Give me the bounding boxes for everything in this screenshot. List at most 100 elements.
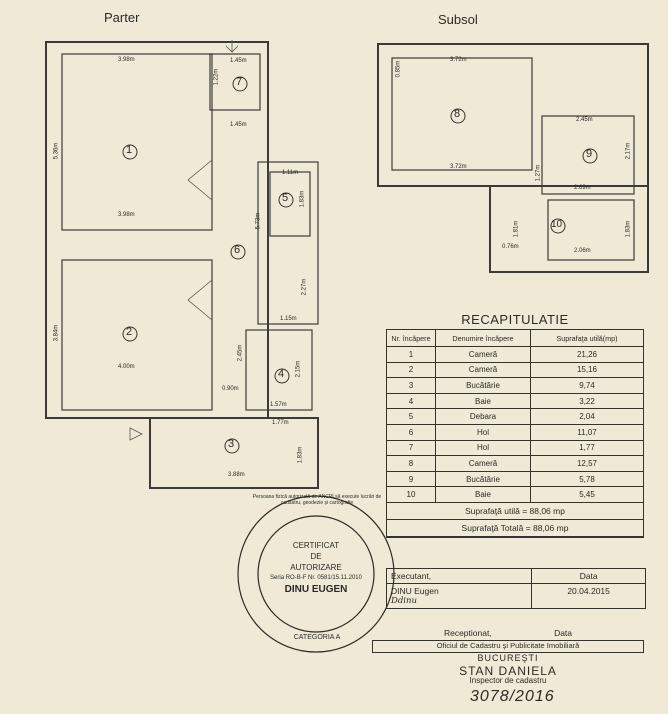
- cell-name: Bucătărie: [435, 470, 531, 488]
- cell-area: 15,16: [530, 361, 644, 379]
- cell-name: Cameră: [435, 455, 531, 472]
- dim-label: 3.72m: [450, 57, 467, 63]
- cell-nr: 3: [386, 377, 436, 394]
- room-5-wall: [269, 171, 311, 237]
- receptionat-city: BUCUREŞTI: [477, 653, 539, 663]
- recap-table: Nr. încăpere Denumire încăpere Suprafaţa…: [386, 329, 644, 503]
- room-6-side-wall: [257, 161, 319, 325]
- stamp-series: Seria RO-B-F Nr. 0581/15.11.2010: [270, 575, 362, 581]
- dim-label: 1.81m: [513, 220, 520, 238]
- room-6-marker: [230, 244, 246, 260]
- dim-label: 0.90m: [222, 386, 239, 392]
- cell-name: Hol: [435, 439, 531, 457]
- room-4-marker: [274, 368, 290, 384]
- dim-label: 2.15m: [295, 360, 302, 378]
- room-6-number: 6: [234, 244, 241, 256]
- dim-label: 5.36m: [53, 142, 60, 160]
- stamp-line1: CERTIFICAT: [292, 541, 340, 550]
- total-useful-area: Suprafaţă utilă = 88,06 mp: [387, 503, 643, 520]
- room-9-wall: [541, 115, 635, 195]
- room-10-marker: [550, 218, 566, 234]
- cell-area: 1,77: [530, 439, 644, 457]
- cell-area: 9,74: [530, 377, 644, 394]
- cell-name: Debara: [435, 408, 531, 425]
- stamp-center: CERTIFICAT DE AUTORIZARE Seria RO-B-F Nr…: [270, 540, 362, 595]
- dim-label: 0.85m: [395, 60, 402, 78]
- dim-label: 3.84m: [53, 324, 60, 342]
- col-header: Nr. încăpere: [386, 329, 436, 347]
- entrance-arrow-left: [129, 427, 143, 441]
- basement-outer-wall: [377, 43, 649, 187]
- dim-label: 5.73m: [255, 212, 262, 230]
- room-7-marker: [232, 76, 248, 92]
- executant-date-label: Data: [579, 571, 598, 581]
- cell-area: 5,45: [530, 486, 644, 503]
- door-swing-1: [187, 159, 213, 201]
- room-2-wall: [61, 259, 213, 411]
- room-8-marker: [450, 108, 466, 124]
- dim-label: 2.45m: [237, 344, 244, 362]
- room-3-number: 3: [228, 438, 235, 450]
- room-1-marker: [122, 144, 138, 160]
- room-5-marker: [278, 192, 294, 208]
- dim-label: 2.45m: [576, 117, 593, 123]
- room-2-number: 2: [126, 326, 133, 338]
- cell-nr: 5: [386, 408, 436, 425]
- room-2-marker: [122, 326, 138, 342]
- receptionat-role: Inspector de cadastru: [469, 676, 547, 685]
- cell-nr: 4: [386, 392, 436, 410]
- room-9-number: 9: [586, 148, 593, 160]
- dim-label: 3.98m: [118, 57, 135, 63]
- cell-name: Baie: [435, 392, 531, 410]
- cell-area: 3,22: [530, 392, 644, 410]
- receptionat-block: Receptionat, Data Oficiul de Cadastru şi…: [372, 628, 644, 685]
- cell-name: Cameră: [435, 346, 531, 363]
- col-header: Denumire încăpere: [435, 329, 531, 347]
- cell-nr: 9: [386, 470, 436, 488]
- cell-nr: 8: [386, 455, 436, 472]
- dim-label: 3.72m: [450, 164, 467, 170]
- receptionat-office: Oficiul de Cadastru şi Publicitate Imobi…: [372, 640, 644, 653]
- stamp-line2: DE: [310, 552, 322, 561]
- room-10-number: 10: [551, 219, 563, 230]
- stamp-outer-ring: [237, 495, 395, 653]
- door-swing-2: [187, 279, 213, 321]
- executant-block: Executant, Data DINU Eugen Ddinu 20.04.2…: [386, 568, 646, 609]
- totals-block: Suprafaţă utilă = 88,06 mp Suprafaţă Tot…: [386, 502, 644, 538]
- room-8-number: 8: [454, 108, 461, 120]
- room-3-wall: [149, 417, 319, 489]
- dim-label: 1.77m: [272, 420, 289, 426]
- dim-label: 1.83m: [299, 190, 306, 208]
- dim-label: 1.57m: [270, 402, 287, 408]
- room-10-wall: [547, 199, 635, 261]
- dim-label: 1.45m: [230, 122, 247, 128]
- receptionat-name: STAN DANIELA: [459, 664, 557, 678]
- room-8-wall: [391, 57, 533, 171]
- room-1-number: 1: [126, 144, 133, 156]
- cell-area: 2,04: [530, 408, 644, 425]
- cell-name: Cameră: [435, 361, 531, 379]
- recap-table-block: RECAPITULATIE Nr. încăpere Denumire încă…: [386, 312, 644, 538]
- recap-title: RECAPITULATIE: [461, 312, 569, 327]
- room-7-number: 7: [236, 76, 243, 88]
- cell-nr: 10: [386, 486, 436, 503]
- stamp-holder: DINU EUGEN: [284, 584, 348, 595]
- dim-label: 1.15m: [280, 316, 297, 322]
- dim-label: 3.98m: [118, 212, 135, 218]
- dim-label: 3.88m: [228, 472, 245, 478]
- cell-nr: 2: [386, 361, 436, 379]
- cell-name: Baie: [435, 486, 531, 503]
- col-header: Suprafaţa utilă(mp): [530, 329, 644, 347]
- room-4-wall: [245, 329, 313, 411]
- dim-label: 1.11m: [282, 170, 299, 176]
- stamp-ring-text: Persoana fizică autorizată de ANCPI să e…: [252, 494, 382, 506]
- dim-label: 0.76m: [502, 244, 519, 250]
- registration-number: 3078/2016: [470, 688, 555, 705]
- cell-area: 21,26: [530, 346, 644, 363]
